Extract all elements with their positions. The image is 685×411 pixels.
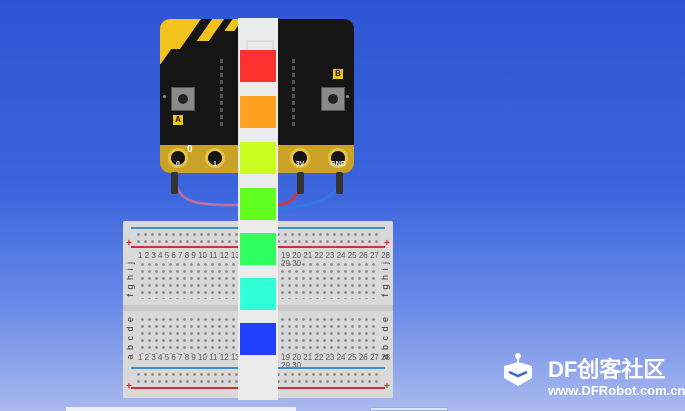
row-letters: f g h i j: [125, 261, 135, 297]
bottom-button-edge[interactable]: [370, 407, 448, 411]
pin-gnd-label: GND: [330, 161, 346, 168]
column-numbers: 1 2 3 4 5 6 7 8 9 10 11 12 13: [138, 251, 240, 260]
column-numbers: 1 2 3 4 5 6 7 8 9 10 11 12 13: [138, 353, 240, 362]
led-segment: [240, 323, 276, 355]
led-segment: [240, 188, 276, 220]
button-a-label: A: [173, 115, 183, 125]
pin-gnd[interactable]: [328, 148, 348, 168]
button-b-cap: [328, 94, 338, 104]
plus-sign: +: [384, 238, 390, 249]
watermark-url: www.DFRobot.com.cn: [548, 383, 685, 398]
probe-gnd[interactable]: [336, 172, 343, 194]
led-strip[interactable]: [238, 18, 278, 400]
row-letters: f g h i j: [380, 261, 390, 297]
button-a-cap: [178, 94, 188, 104]
plus-sign: +: [126, 381, 132, 392]
board-led-dot: [346, 95, 349, 98]
pin-1-label: 1: [213, 161, 217, 168]
pin-3v-label: 3V: [295, 161, 305, 168]
button-b[interactable]: [321, 87, 345, 111]
button-b-label: B: [333, 69, 343, 79]
probe-3v[interactable]: [297, 172, 304, 194]
pin-0-value: 0: [187, 144, 193, 155]
led-segment: [240, 233, 276, 265]
pin-1[interactable]: [205, 148, 225, 168]
led-segment: [240, 96, 276, 128]
probe-pin0[interactable]: [171, 172, 178, 194]
bottom-panel-edge: [66, 407, 296, 411]
plus-sign: +: [126, 238, 132, 249]
board-trace: [292, 59, 295, 129]
board-trace: [220, 59, 223, 129]
board-led-dot: [163, 95, 166, 98]
led-segment: [240, 142, 276, 174]
column-numbers: 19 20 21 22 23 24 25 26 27 28 29 30: [281, 353, 390, 370]
row-letters: a b c d e: [125, 316, 135, 360]
watermark-brand: DF创客社区: [548, 357, 666, 382]
robot-logo-icon: [498, 350, 538, 390]
plus-sign: +: [384, 381, 390, 392]
pin-0[interactable]: [168, 148, 188, 168]
pin-0-label: 0: [176, 161, 180, 168]
pin-3v[interactable]: [290, 148, 310, 168]
button-a[interactable]: [171, 87, 195, 111]
led-segment: [240, 50, 276, 82]
led-segment: [240, 278, 276, 310]
